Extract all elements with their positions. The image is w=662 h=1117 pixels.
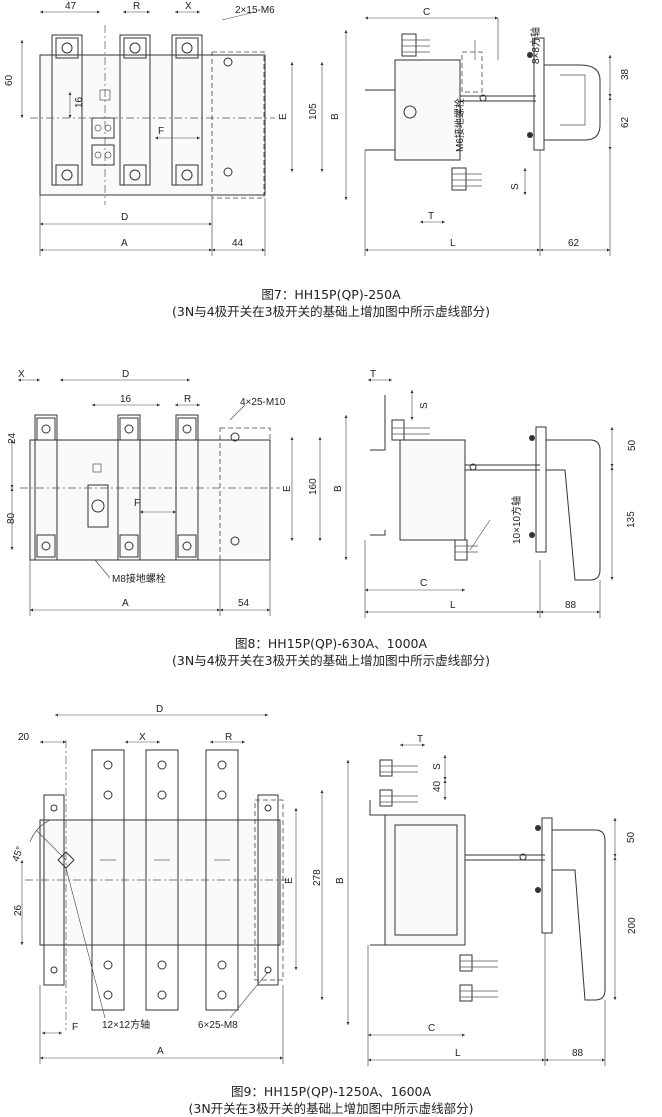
fig7-dim-F: F [158, 126, 164, 137]
figure-7-caption: 图7：HH15P(QP)-250A (3N与4极开关在3极开关的基础上增加图中所… [0, 286, 662, 320]
fig7-dim-A: A [121, 238, 128, 249]
fig8-pole-1 [34, 414, 58, 561]
fig7-dim-X: X [185, 1, 192, 12]
fig9-dim-C: C [428, 1023, 435, 1034]
fig8-dim-C: C [420, 578, 427, 589]
fig8-ground-label: M8接地螺栓 [112, 572, 166, 585]
fig8-dim-50: 50 [627, 439, 638, 451]
fig9-dim-26: 26 [13, 904, 24, 916]
fig8-dim-A: A [122, 598, 129, 609]
fig8-dim-24: 24 [7, 432, 18, 444]
fig8-dim-B: B [333, 485, 344, 492]
fig7-dim-16: 16 [74, 96, 85, 108]
fig8-pole-2 [117, 414, 141, 561]
figure-8-front-view: X D 16 R 4×25-M10 24 80 E 160 B F M8接地螺栓… [6, 369, 348, 616]
fig9-bolt-label: 6×25-M8 [198, 1020, 238, 1031]
fig7-dim-D: D [121, 212, 128, 223]
fig8-dim-80: 80 [6, 512, 17, 524]
fig8-bolt-label: 4×25-M10 [240, 397, 286, 408]
fig9-shaft-label: 12×12方轴 [102, 1018, 150, 1031]
fig7-dim-E: E [278, 113, 289, 120]
fig9-dim-B: B [335, 877, 346, 884]
figure-9-caption: 图9：HH15P(QP)-1250A、1600A (3N开关在3极开关的基础上增… [0, 1083, 662, 1117]
fig7-dim-S: S [510, 183, 521, 190]
fig7-dim-60: 60 [4, 74, 15, 86]
figure-7-title: 图7：HH15P(QP)-250A [261, 287, 401, 302]
fig7-dim-47: 47 [65, 1, 77, 12]
fig8-dim-F: F [134, 498, 140, 509]
fig8-shaft-label: 10×10方轴 [510, 496, 523, 544]
fig7-pole-2 [119, 34, 151, 186]
figure-9-title: 图9：HH15P(QP)-1250A、1600A [230, 1084, 432, 1099]
fig9-dim-R: R [225, 732, 232, 743]
fig7-dim-T: T [428, 211, 434, 222]
figure-8-title: 图8：HH15P(QP)-630A、1000A [234, 636, 428, 651]
fig7-dim-B: B [330, 113, 341, 120]
fig7-pole-3 [171, 34, 203, 186]
fig9-angle-label: 45° [11, 845, 27, 863]
fig7-pole-1 [51, 34, 83, 186]
fig7-dim-105: 105 [308, 103, 319, 120]
fig9-dim-X: X [139, 732, 146, 743]
fig8-dim-E: E [282, 485, 293, 492]
fig9-dim-E: E [284, 877, 295, 884]
figure-9-side-view: T S 40 50 200 C L 88 [367, 734, 638, 1066]
fig7-dim-38: 38 [620, 68, 631, 80]
fig9-dim-40: 40 [432, 780, 443, 792]
figure-7-side-view: C 8×8方轴 M6接地螺栓 38 62 S T L 62 [364, 7, 631, 256]
fig9-dim-50: 50 [626, 831, 637, 843]
fig7-dim-62-right: 62 [620, 116, 631, 128]
figure-8-caption: 图8：HH15P(QP)-630A、1000A (3N与4极开关在3极开关的基础… [0, 635, 662, 669]
fig7-shaft-label: 8×8方轴 [529, 27, 542, 64]
fig7-dim-L: L [450, 238, 456, 249]
figure-9-front-view: D 20 X R 45° 26 E 278 B F 12×12方轴 6×25-M… [11, 704, 350, 1064]
figure-8-side-view: T S 50 10×10方轴 135 C L 88 [364, 369, 638, 618]
fig9-dim-S: S [432, 763, 443, 770]
fig9-dim-278: 278 [312, 869, 323, 886]
fig9-dim-20: 20 [18, 732, 30, 743]
fig9-dim-200: 200 [627, 917, 638, 934]
fig8-dim-88: 88 [565, 600, 577, 611]
fig7-bolt-label: 2×15-M6 [235, 5, 275, 16]
fig9-pole-2 [145, 749, 179, 1011]
fig8-dim-L: L [450, 600, 456, 611]
fig7-dim-62-bottom: 62 [568, 238, 580, 249]
fig9-dim-L: L [455, 1048, 461, 1059]
figure-7-note: (3N与4极开关在3极开关的基础上增加图中所示虚线部分) [172, 304, 490, 319]
fig8-dim-16: 16 [120, 394, 132, 405]
fig9-dim-D: D [156, 704, 163, 715]
fig7-ground-label: M6接地螺栓 [453, 98, 466, 152]
fig9-dim-88: 88 [572, 1048, 584, 1059]
fig8-dim-R: R [184, 394, 191, 405]
fig9-dim-F: F [72, 1022, 78, 1033]
figure-8-note: (3N与4极开关在3极开关的基础上增加图中所示虚线部分) [172, 653, 490, 668]
fig9-dim-T: T [417, 734, 423, 745]
fig8-dim-X: X [18, 369, 25, 380]
figure-7-front-view: 47 R X 2×15-M6 60 16 E 105 B F D A 44 [4, 1, 348, 256]
fig8-pole-3 [175, 414, 199, 561]
figure-9-note: (3N开关在3极开关的基础上增加图中所示虚线部分) [188, 1101, 474, 1116]
fig7-dim-44: 44 [232, 238, 244, 249]
fig7-dim-C: C [423, 7, 430, 18]
fig8-dim-S: S [419, 402, 430, 409]
fig8-dim-D: D [122, 369, 129, 380]
fig8-dim-54: 54 [238, 598, 250, 609]
fig9-dim-A: A [157, 1046, 164, 1057]
fig8-dim-160: 160 [308, 478, 319, 495]
fig8-dim-T: T [370, 369, 376, 380]
fig8-dim-135: 135 [626, 511, 637, 528]
fig7-dim-R: R [133, 1, 140, 12]
